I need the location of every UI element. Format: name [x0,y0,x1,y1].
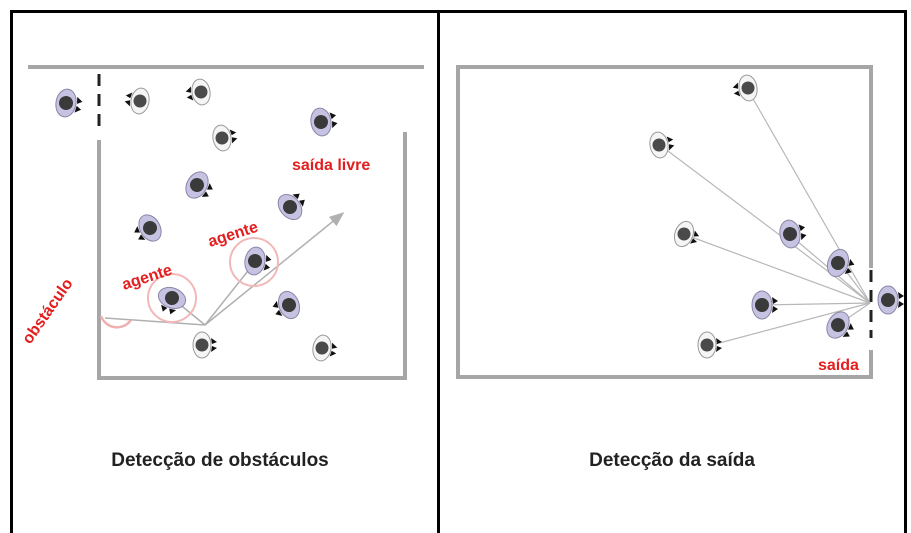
person-icon [210,122,240,153]
person-icon [180,167,219,206]
ray-to-obstacle [104,317,206,326]
left-panel-frame [10,10,440,533]
caption-exit-detection: Detecção da saída [589,450,755,471]
person-icon [53,86,85,121]
obstacle-detection-arc [99,315,133,329]
person-icon [310,333,340,364]
ray-to-agent-2 [204,261,256,326]
caption-obstacle-detection: Detecção de obstáculos [111,450,329,471]
right-room: saída [456,65,905,379]
label-agent-2: agente [206,219,260,251]
person-icon [777,216,809,251]
person-icon [823,245,859,283]
person-icon [272,185,312,225]
person-icon [697,331,723,359]
ray-to-free-exit [204,212,345,326]
right-panel-frame [437,10,907,533]
person-icon [128,210,167,249]
person-icon [647,129,677,160]
person-icon [122,85,152,116]
agent-detection-ring-2 [229,237,279,287]
person-icon [877,285,905,315]
label-free-exit: saída livre [292,157,370,174]
person-icon [308,104,340,139]
person-icon [152,283,190,319]
person-icon [192,331,218,359]
person-icon [268,287,304,325]
person-icon [670,218,704,252]
person-icon [183,77,213,108]
label-obstacle: obstáculo [19,275,76,347]
person-icon [730,73,760,104]
left-room: obstáculo agente agente saída livre [19,65,424,380]
room-walls [456,65,873,379]
person-icon [821,307,860,346]
agent-detection-ring-1 [147,273,197,323]
room-walls [97,132,407,380]
label-exit: saída [818,357,859,374]
